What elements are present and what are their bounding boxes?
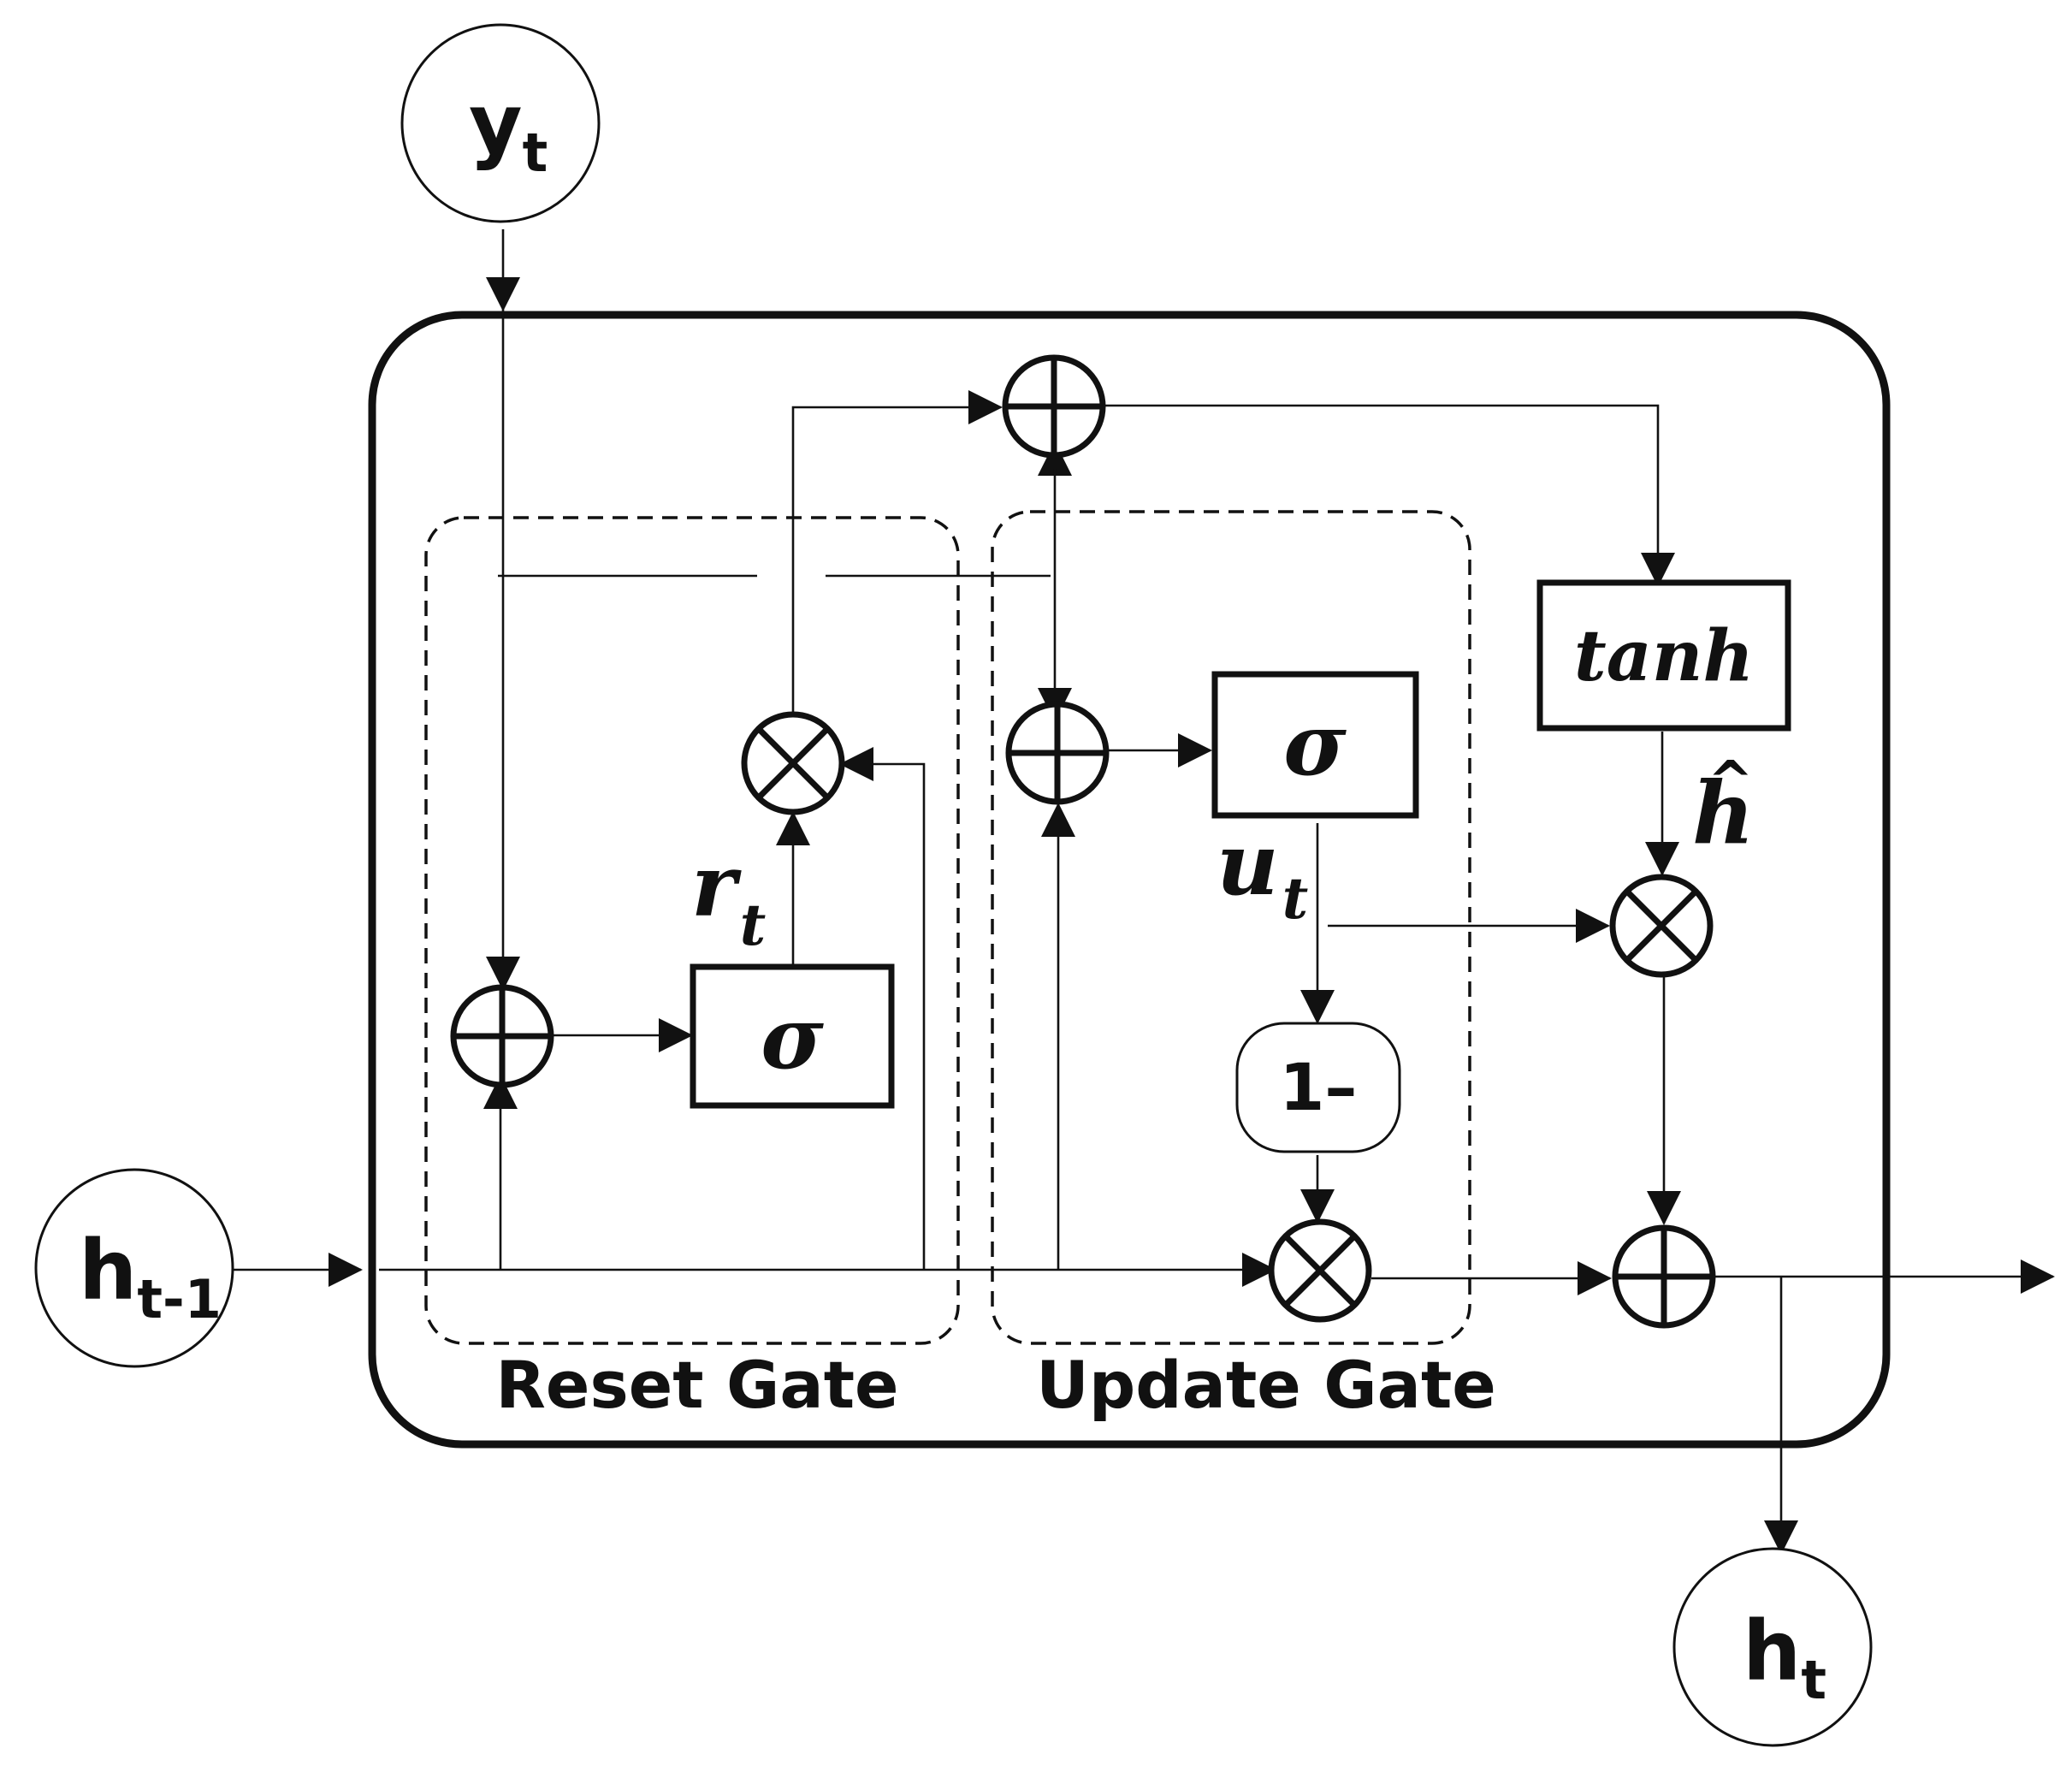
top-sum-to-tanh-arrow [1105,404,1675,587]
rt-label: rt [691,835,766,958]
update-sigma-box [1211,671,1419,819]
one-minus-box [1235,1022,1401,1153]
y-input-label: yt [469,76,548,184]
h-hat-caret: ^ [1708,750,1754,814]
y-input-node [400,23,601,223]
circled-times-icon [1268,1218,1372,1323]
update-gate-region [991,510,1471,1345]
h-prev-to-reset-mul-arrow [839,747,926,1270]
h-prev-node [34,1168,234,1368]
circled-plus-icon [1612,1224,1716,1329]
circled-plus-icon [1005,701,1110,805]
ut-label: ut [1217,814,1308,932]
h-output-node [1672,1547,1873,1747]
reset-sigma-label: σ [761,987,824,1088]
h-output-label: ht [1743,1603,1826,1711]
circled-plus-icon [450,984,554,1088]
reset-mul-to-top-sum-arrow [791,390,1003,713]
one-minus-label: 1– [1280,1049,1358,1125]
tanh-box [1536,579,1791,732]
h-prev-label: ht-1 [79,1223,222,1330]
update-sigma-label: σ [1283,694,1347,795]
gru-cell-frame [368,311,1891,1449]
connections [231,229,2055,1555]
h-hat-label: h [1692,762,1755,863]
circled-times-icon [741,711,845,815]
reset-sigma-box [690,963,895,1109]
reset-gate-region [424,516,960,1345]
update-gate-label: Update Gate [1036,1347,1496,1423]
reset-gate-label: Reset Gate [495,1347,898,1423]
tanh-label: tanh [1574,615,1754,697]
circled-plus-icon [1002,354,1106,459]
circled-times-icon [1609,874,1714,978]
